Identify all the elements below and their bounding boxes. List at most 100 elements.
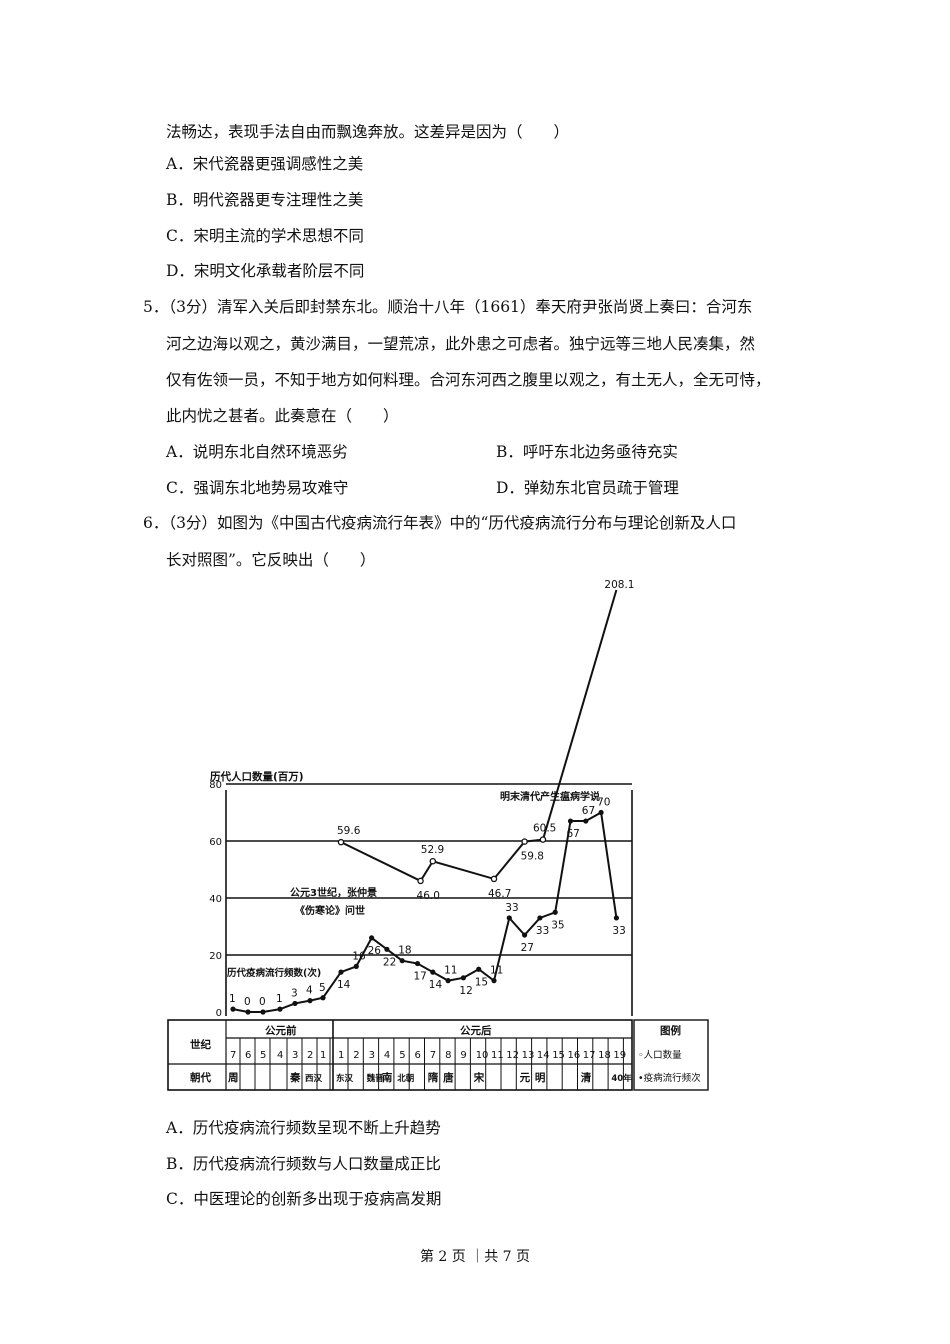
epidemic-point bbox=[384, 946, 390, 952]
epidemic-point bbox=[491, 978, 497, 984]
q4-option-c[interactable]: C．宋明主流的学术思想不同 bbox=[166, 227, 364, 245]
annotation-3rd-century: 公元3世纪，张仲景 bbox=[290, 886, 377, 899]
dynasty-label: 秦 bbox=[289, 1071, 301, 1084]
epidemic-label: 17 bbox=[414, 971, 427, 983]
century-label: 3 bbox=[369, 1050, 375, 1061]
dynasty-label: 宋 bbox=[473, 1071, 485, 1084]
q5-stem-line-4: 此内忧之甚者。此奏意在（ ） bbox=[166, 407, 399, 425]
dynasty-label: 隋 bbox=[428, 1071, 439, 1084]
epidemic-label: 33 bbox=[612, 925, 625, 937]
y-tick-label: 80 bbox=[209, 780, 222, 791]
dynasty-label: 南 bbox=[382, 1071, 393, 1084]
epidemic-point bbox=[245, 1009, 251, 1015]
epidemic-point bbox=[320, 995, 326, 1001]
q5-option-a[interactable]: A．说明东北自然环境恶劣 bbox=[166, 443, 348, 461]
q5-stem-line-3: 仅有佐领一员，不知于地方如何料理。合河东河西之腹里以观之，有土无人，全无可恃， bbox=[166, 371, 771, 389]
q6-option-c[interactable]: C．中医理论的创新多出现于疫病高发期 bbox=[166, 1190, 442, 1208]
dynasty-label: 东汉 bbox=[336, 1073, 354, 1084]
epidemic-point bbox=[399, 958, 405, 964]
q5-option-d[interactable]: D．弹劾东北官员疏于管理 bbox=[496, 479, 679, 497]
annotation-3rd-century-2: 《伤寒论》问世 bbox=[295, 904, 365, 917]
population-label: 59.6 bbox=[337, 825, 361, 837]
legend-item-population: ◦人口数量 bbox=[638, 1049, 682, 1061]
population-label: 60.5 bbox=[533, 823, 556, 835]
epidemic-label: 4 bbox=[306, 985, 313, 997]
q6-option-a[interactable]: A．历代疫病流行频数呈现不断上升趋势 bbox=[166, 1119, 441, 1137]
population-point bbox=[490, 875, 498, 883]
epidemic-point bbox=[338, 969, 344, 975]
q4-stem-continuation: 法畅达，表现手法自由而飘逸奔放。这差异是因为（ ） bbox=[166, 123, 570, 141]
century-label: 16 bbox=[568, 1050, 581, 1061]
population-point bbox=[417, 877, 424, 885]
century-label: 12 bbox=[506, 1050, 519, 1061]
epidemic-point bbox=[277, 1006, 283, 1012]
epidemic-label: 1 bbox=[276, 993, 283, 1005]
epidemic-label: 11 bbox=[490, 965, 503, 977]
century-label: 19 bbox=[613, 1050, 626, 1061]
dynasty-label: 40年 bbox=[611, 1073, 632, 1084]
q5-stem-line-1: 5．（3分）清军入关后即封禁东北。顺治十八年（1661）奉天府尹张尚贤上奏曰：合… bbox=[143, 298, 753, 316]
epidemic-label: 33 bbox=[536, 925, 549, 937]
century-label: 7 bbox=[430, 1050, 436, 1061]
epidemic-label: 18 bbox=[398, 945, 411, 957]
epidemic-point bbox=[583, 818, 589, 824]
century-label: 15 bbox=[552, 1050, 565, 1061]
epidemic-point bbox=[430, 969, 436, 975]
dynasty-label: 清 bbox=[581, 1071, 592, 1084]
epidemic-label: 33 bbox=[505, 902, 518, 914]
dynasty-label: 唐 bbox=[443, 1071, 454, 1084]
q5-option-b[interactable]: B．呼吁东北边务亟待充实 bbox=[496, 443, 678, 461]
annotation-epidemic-series: 历代疫病流行频数(次) bbox=[227, 967, 321, 979]
epidemic-label: 27 bbox=[521, 942, 534, 954]
y-tick-label: 40 bbox=[209, 894, 222, 905]
legend-title: 图例 bbox=[660, 1024, 681, 1037]
era-label-bce: 公元前 bbox=[265, 1024, 297, 1037]
q4-option-a[interactable]: A．宋代瓷器更强调感性之美 bbox=[166, 155, 364, 173]
century-label: 4 bbox=[277, 1050, 283, 1061]
q5-stem-line-2: 河之边海以观之，黄沙满目，一望荒凉，此外患之可虑者。独宁远等三地人民凑集，然 bbox=[166, 335, 756, 353]
timeline-table bbox=[167, 1019, 633, 1091]
dynasty-label: 元 bbox=[520, 1072, 531, 1084]
epidemic-point bbox=[414, 960, 421, 967]
century-label: 8 bbox=[445, 1050, 451, 1061]
century-label: 17 bbox=[583, 1050, 596, 1061]
epidemic-label: 22 bbox=[383, 956, 396, 968]
page-footer: 第 2 页 ｜共 7 页 bbox=[419, 1249, 531, 1265]
century-label: 18 bbox=[598, 1050, 611, 1061]
row-label-dynasty: 朝代 bbox=[190, 1071, 211, 1084]
population-point bbox=[337, 838, 345, 846]
y-axis-title: 历代人口数量(百万) bbox=[210, 770, 304, 783]
century-label: 5 bbox=[260, 1050, 266, 1061]
epidemic-point bbox=[613, 915, 619, 921]
epidemic-point bbox=[369, 935, 375, 941]
q4-option-d[interactable]: D．宋明文化承载者阶层不同 bbox=[166, 262, 365, 280]
q6-option-b[interactable]: B．历代疫病流行频数与人口数量成正比 bbox=[166, 1155, 441, 1173]
epidemic-point bbox=[260, 1009, 266, 1015]
century-label: 6 bbox=[245, 1050, 251, 1061]
epidemic-label: 5 bbox=[319, 982, 326, 994]
epidemic-label: 3 bbox=[291, 987, 298, 999]
century-label: 9 bbox=[460, 1050, 466, 1061]
dynasty-label: 西汉 bbox=[305, 1073, 323, 1084]
legend-item-epidemic: •疫病流行频次 bbox=[638, 1072, 701, 1084]
epidemic-label: 70 bbox=[597, 797, 610, 809]
epidemic-label: 15 bbox=[475, 976, 488, 988]
row-label-century: 世纪 bbox=[190, 1038, 211, 1051]
q4-option-b[interactable]: B．明代瓷器更专注理性之美 bbox=[166, 191, 364, 209]
epidemic-point bbox=[552, 909, 558, 915]
epidemic-label: 35 bbox=[551, 919, 564, 931]
epidemic-label: 0 bbox=[244, 996, 251, 1008]
epidemic-point bbox=[445, 978, 451, 984]
century-label: 5 bbox=[399, 1050, 405, 1061]
century-label: 1 bbox=[338, 1050, 344, 1061]
epidemic-label: 11 bbox=[444, 965, 457, 977]
epidemic-point bbox=[476, 966, 482, 972]
epidemic-point bbox=[230, 1006, 236, 1012]
century-label: 4 bbox=[384, 1050, 390, 1061]
q5-option-c[interactable]: C．强调东北地势易攻难守 bbox=[166, 479, 349, 497]
epidemic-point bbox=[537, 915, 543, 921]
century-label: 2 bbox=[307, 1050, 313, 1061]
y-tick-label: 0 bbox=[216, 1008, 222, 1019]
century-label: 1 bbox=[320, 1050, 326, 1061]
population-label: 59.8 bbox=[521, 851, 544, 863]
